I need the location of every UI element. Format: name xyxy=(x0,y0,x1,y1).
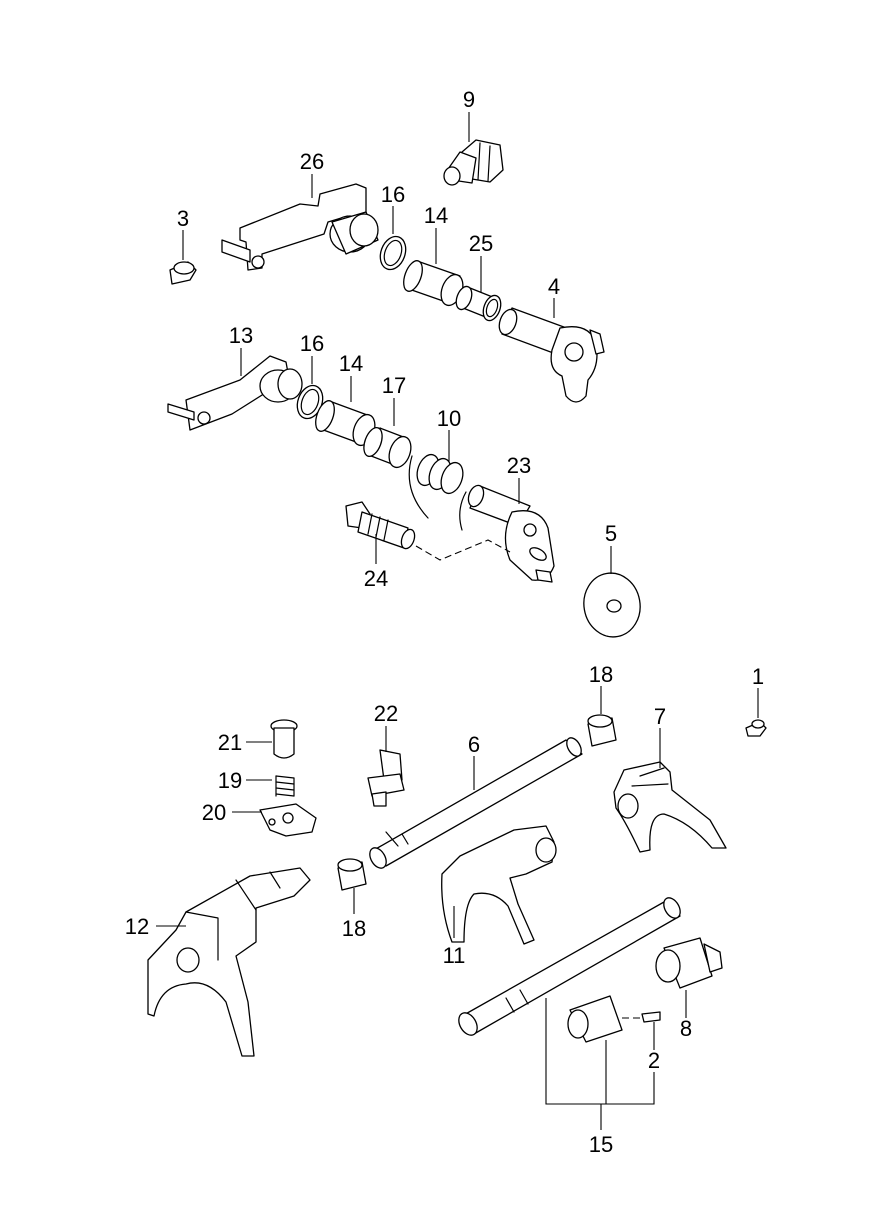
label-part-16: 16 xyxy=(381,182,405,207)
label-part-21: 21 xyxy=(218,730,242,755)
label-part-13: 13 xyxy=(229,323,253,348)
part-9-plug xyxy=(443,139,504,186)
label-part-14: 14 xyxy=(339,351,363,376)
label-part-25: 25 xyxy=(469,231,493,256)
label-part-20: 20 xyxy=(202,800,226,825)
label-part-18: 18 xyxy=(342,916,366,941)
label-part-12: 12 xyxy=(125,914,149,939)
label-part-8: 8 xyxy=(680,1016,692,1041)
part-16-oring-upper xyxy=(379,235,407,271)
part-20-lock-plate xyxy=(259,803,317,837)
part-2-pin xyxy=(567,995,661,1043)
part-4-shaft-plate xyxy=(498,307,605,403)
label-part-16: 16 xyxy=(300,331,324,356)
part-14-sleeve-upper xyxy=(403,260,464,307)
label-part-17: 17 xyxy=(382,373,406,398)
label-part-2: 2 xyxy=(648,1048,660,1073)
part-22-sensor xyxy=(367,749,405,807)
label-part-4: 4 xyxy=(548,274,560,299)
label-part-23: 23 xyxy=(507,453,531,478)
label-part-26: 26 xyxy=(300,149,324,174)
part-25-bearing xyxy=(455,285,502,322)
label-part-1: 1 xyxy=(752,664,764,689)
label-part-15: 15 xyxy=(589,1132,613,1157)
part-10-spring xyxy=(408,453,467,531)
part-19-spring xyxy=(275,775,295,797)
label-part-3: 3 xyxy=(177,206,189,231)
part-24-pin-bolt xyxy=(345,501,416,550)
label-part-18: 18 xyxy=(589,662,613,687)
part-13-lever xyxy=(167,355,303,431)
part-12-shift-fork xyxy=(147,867,311,1057)
part-18-bushing-upper xyxy=(587,714,617,747)
part-8-collar xyxy=(655,937,723,989)
label-part-19: 19 xyxy=(218,768,242,793)
part-3-screw xyxy=(169,261,197,285)
part-6-shaft xyxy=(369,737,583,869)
label-part-11: 11 xyxy=(443,943,466,968)
part-23-shifter xyxy=(467,484,555,583)
part-1-bolt xyxy=(745,719,767,737)
label-part-14: 14 xyxy=(424,203,448,228)
label-part-5: 5 xyxy=(605,521,617,546)
label-part-10: 10 xyxy=(437,406,461,431)
part-7-shift-fork xyxy=(613,761,727,853)
part-15-shaft-assembly xyxy=(458,897,681,1036)
label-part-22: 22 xyxy=(374,701,398,726)
part-21-pin xyxy=(270,719,298,759)
part-26-lever xyxy=(221,183,379,271)
bracket-15-leaders xyxy=(545,998,655,1130)
part-18-bushing-lower xyxy=(337,858,367,891)
part-5-washer xyxy=(583,572,641,638)
part-17-sleeve xyxy=(363,426,412,469)
label-part-6: 6 xyxy=(468,732,480,757)
part-11-shift-fork xyxy=(441,825,557,945)
label-part-7: 7 xyxy=(654,704,666,729)
label-part-9: 9 xyxy=(463,87,475,112)
label-part-24: 24 xyxy=(364,566,388,591)
